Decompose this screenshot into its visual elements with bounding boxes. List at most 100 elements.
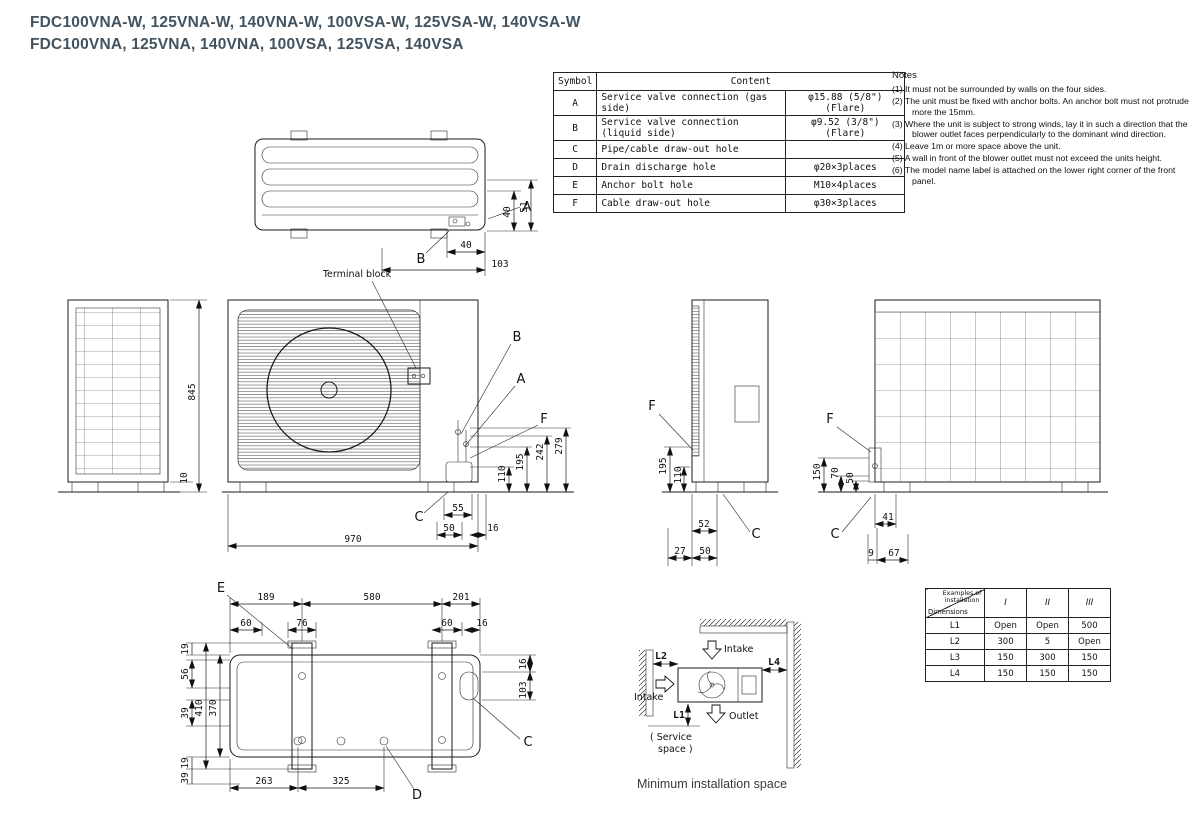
value-cell: Open [984, 617, 1027, 634]
service-space-label: ( Service [650, 732, 692, 743]
back-view: F C 150 70 50 41 9 67 [812, 299, 1108, 564]
symbol-table: Symbol Content A Service valve connectio… [552, 72, 906, 213]
content-cell: Anchor bolt hole [596, 176, 787, 195]
symbol-header: Symbol [552, 72, 598, 91]
dim-50: 50 [845, 472, 856, 484]
dim-39: 39 [180, 707, 191, 719]
dim-40: 40 [460, 240, 472, 251]
note-text: A wall in front of the blower outlet mus… [904, 153, 1162, 164]
note-number: (1) [892, 83, 903, 94]
value-cell: Open [1068, 633, 1111, 650]
note-item: (4) Leave 1m or more space above the uni… [892, 141, 1195, 152]
note-text: Leave 1m or more space above the unit. [905, 141, 1061, 152]
l2-label: L2 [655, 651, 667, 662]
dim-201: 201 [452, 592, 469, 603]
label-c: C [523, 735, 532, 750]
table-row: L4 150 150 150 [925, 665, 1111, 682]
label-c: C [751, 527, 760, 542]
note-item: (6) The model name label is attached on … [892, 165, 1195, 187]
value-cell: 5 [1026, 633, 1069, 650]
note-text: It must not be surrounded by walls on th… [905, 83, 1107, 94]
dim-39: 39 [180, 772, 191, 784]
model-line-2: FDC100VNA, 125VNA, 140VNA, 100VSA, 125VS… [30, 35, 464, 53]
dim-52: 52 [698, 519, 709, 530]
dim-370: 370 [208, 699, 219, 716]
dim-9: 9 [868, 548, 874, 559]
dim-845: 845 [187, 383, 198, 400]
dim-279: 279 [554, 437, 565, 454]
installation-space-diagram: Intake Intake Outlet L2 L4 L1 ( Service … [634, 619, 801, 769]
top-view: A B 40 103 40 51 [254, 130, 538, 276]
dim-67: 67 [888, 548, 899, 559]
corner-cell: Examples of installation Dimensions [925, 588, 985, 618]
note-number: (2) [892, 95, 903, 106]
dim-60: 60 [441, 618, 453, 629]
label-b: B [417, 252, 426, 267]
dim-55: 55 [452, 503, 463, 514]
label-a: A [517, 372, 526, 387]
dim-60: 60 [240, 618, 252, 629]
installation-space-caption: Minimum installation space [636, 777, 788, 791]
dim-16: 16 [518, 658, 529, 670]
row-label: L2 [925, 633, 985, 650]
col-header: III [1068, 588, 1111, 618]
value-cell: φ9.52 (3/8") (Flare) [785, 115, 906, 141]
dim-41: 41 [882, 512, 894, 523]
dim-16: 16 [487, 523, 499, 534]
label-f: F [540, 412, 547, 427]
corner-top-label: Examples of installation [942, 590, 982, 605]
dim-195: 195 [515, 453, 526, 470]
symbol-cell: C [552, 140, 598, 159]
value-cell: φ30×3places [785, 194, 906, 213]
table-row: A Service valve connection (gas side) φ1… [552, 90, 906, 116]
value-cell: 300 [984, 633, 1027, 650]
row-label: L3 [925, 649, 985, 666]
symbol-cell: F [552, 194, 598, 213]
table-row: L2 300 5 Open [925, 633, 1111, 650]
table-header-row: Symbol Content [552, 72, 906, 91]
table-row: D Drain discharge hole φ20×3places [552, 158, 906, 177]
note-text: The unit must be fixed with anchor bolts… [904, 95, 1189, 117]
content-cell: Service valve connection (gas side) [596, 90, 787, 116]
dim-970: 970 [344, 534, 361, 545]
dim-110: 110 [497, 465, 508, 482]
dim-110: 110 [673, 466, 684, 483]
table-row: B Service valve connection (liquid side)… [552, 115, 906, 141]
left-side-view: 845 10 [58, 299, 207, 493]
value-cell: M10×4places [785, 176, 906, 195]
table-row: L1 Open Open 500 [925, 617, 1111, 634]
dim-263: 263 [255, 776, 272, 787]
value-cell: 150 [984, 649, 1027, 666]
intake-top-label: Intake [724, 644, 754, 655]
model-line-1: FDC100VNA-W, 125VNA-W, 140VNA-W, 100VSA-… [30, 14, 581, 31]
dim-410: 410 [194, 699, 205, 716]
front-view: Terminal block B A F C 970 55 50 16 [222, 269, 574, 552]
note-number: (5) [892, 153, 903, 164]
content-cell: Pipe/cable draw-out hole [596, 140, 787, 159]
page-title: FDC100VNA-W, 125VNA-W, 140VNA-W, 100VSA-… [30, 12, 581, 55]
dim-50: 50 [699, 546, 711, 557]
outlet-label: Outlet [729, 711, 759, 722]
note-item: (3) Where the unit is subject to strong … [892, 119, 1195, 141]
table-row: F Cable draw-out hole φ30×3places [552, 194, 906, 213]
label-a: A [523, 200, 532, 215]
label-f: F [648, 399, 655, 414]
label-d: D [412, 788, 422, 803]
terminal-block-label: Terminal block [322, 269, 392, 280]
note-item: (1) It must not be surrounded by walls o… [892, 84, 1195, 95]
value-cell: 150 [1068, 665, 1111, 682]
label-e: E [217, 581, 225, 596]
intake-left-label: Intake [634, 692, 664, 703]
dim-16: 16 [476, 618, 488, 629]
l4-label: L4 [768, 657, 780, 668]
dim-580: 580 [363, 592, 380, 603]
content-header: Content [596, 72, 906, 91]
value-cell [785, 140, 906, 159]
symbol-cell: D [552, 158, 598, 177]
content-cell: Cable draw-out hole [596, 194, 787, 213]
label-c: C [830, 527, 839, 542]
notes-heading: Notes [892, 70, 917, 81]
value-cell: Open [1026, 617, 1069, 634]
col-header: I [984, 588, 1027, 618]
